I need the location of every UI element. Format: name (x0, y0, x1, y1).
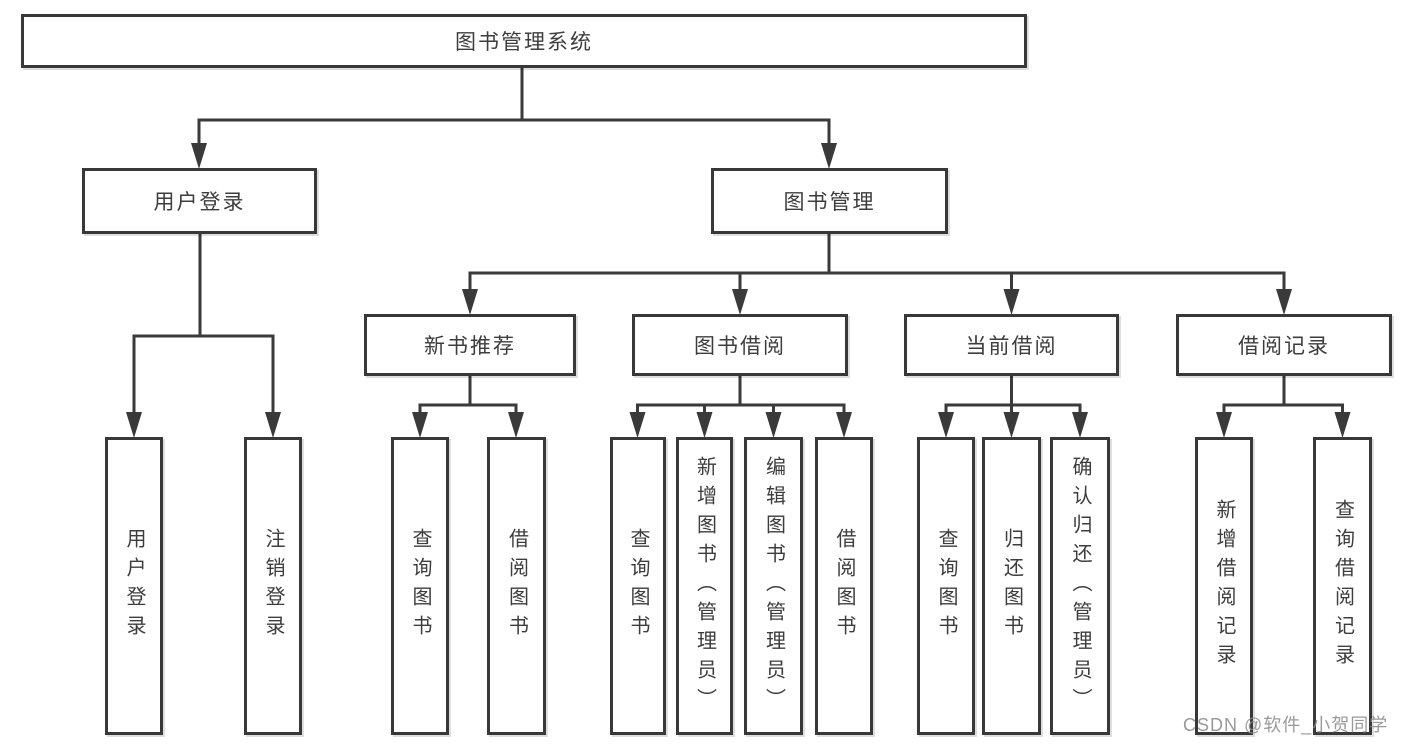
node-label: 查询图书 (409, 528, 431, 644)
node-label: 用户登录 (123, 528, 145, 644)
node-book-borrowing: 图书借阅 (632, 314, 848, 376)
node-label: 图书借阅 (694, 335, 786, 358)
leaf-borrow-edit-books-admin: 编辑图书（管理员） (744, 437, 803, 735)
node-label: 借阅图书 (505, 528, 528, 644)
node-label: 图书管理系统 (455, 31, 593, 54)
node-label: 借阅图书 (833, 528, 855, 644)
node-label: 查询图书 (935, 528, 957, 644)
watermark-csdn: CSDN @软件_小贺同学 (1183, 715, 1389, 735)
leaf-records-add-borrow-record: 新增借阅记录 (1195, 437, 1253, 735)
node-label: 新增借阅记录 (1213, 499, 1235, 673)
node-label: 编辑图书（管理员） (762, 455, 785, 717)
node-label: 查询借阅记录 (1331, 499, 1354, 673)
node-new-book-recommendation: 新书推荐 (364, 314, 576, 376)
node-label: 借阅记录 (1238, 335, 1330, 358)
connector-lines (132, 67, 1344, 416)
leaf-records-query-borrow-record: 查询借阅记录 (1313, 437, 1372, 735)
node-label: 归还图书 (1000, 528, 1023, 644)
leaf-current-query-books: 查询图书 (917, 437, 975, 735)
leaf-borrow-add-books-admin: 新增图书（管理员） (676, 437, 733, 735)
node-label: 确认归还（管理员） (1069, 455, 1091, 717)
node-book-management-branch: 图书管理 (711, 168, 948, 234)
node-label: 新增图书（管理员） (693, 455, 716, 717)
node-label: 图书管理 (783, 191, 876, 214)
node-label: 查询图书 (627, 528, 649, 644)
leaf-current-return-books: 归还图书 (982, 437, 1041, 735)
node-library-management-system: 图书管理系统 (21, 14, 1027, 68)
leaf-logout: 注销登录 (244, 437, 302, 735)
leaf-newrec-query-books: 查询图书 (391, 437, 449, 735)
leaf-current-confirm-return-admin: 确认归还（管理员） (1050, 437, 1110, 735)
leaf-user-login: 用户登录 (105, 437, 163, 735)
node-user-login-branch: 用户登录 (82, 168, 317, 234)
node-current-borrowing: 当前借阅 (904, 314, 1119, 376)
leaf-borrow-borrow-books: 借阅图书 (815, 437, 873, 735)
leaf-newrec-borrow-books: 借阅图书 (487, 437, 546, 735)
node-label: 当前借阅 (965, 335, 1058, 358)
node-borrowing-records: 借阅记录 (1176, 314, 1392, 376)
leaf-borrow-query-books: 查询图书 (610, 437, 666, 735)
node-label: 新书推荐 (424, 335, 516, 358)
node-label: 用户登录 (153, 191, 246, 214)
node-label: 注销登录 (262, 528, 284, 644)
connector-arrowheads (126, 143, 1351, 438)
